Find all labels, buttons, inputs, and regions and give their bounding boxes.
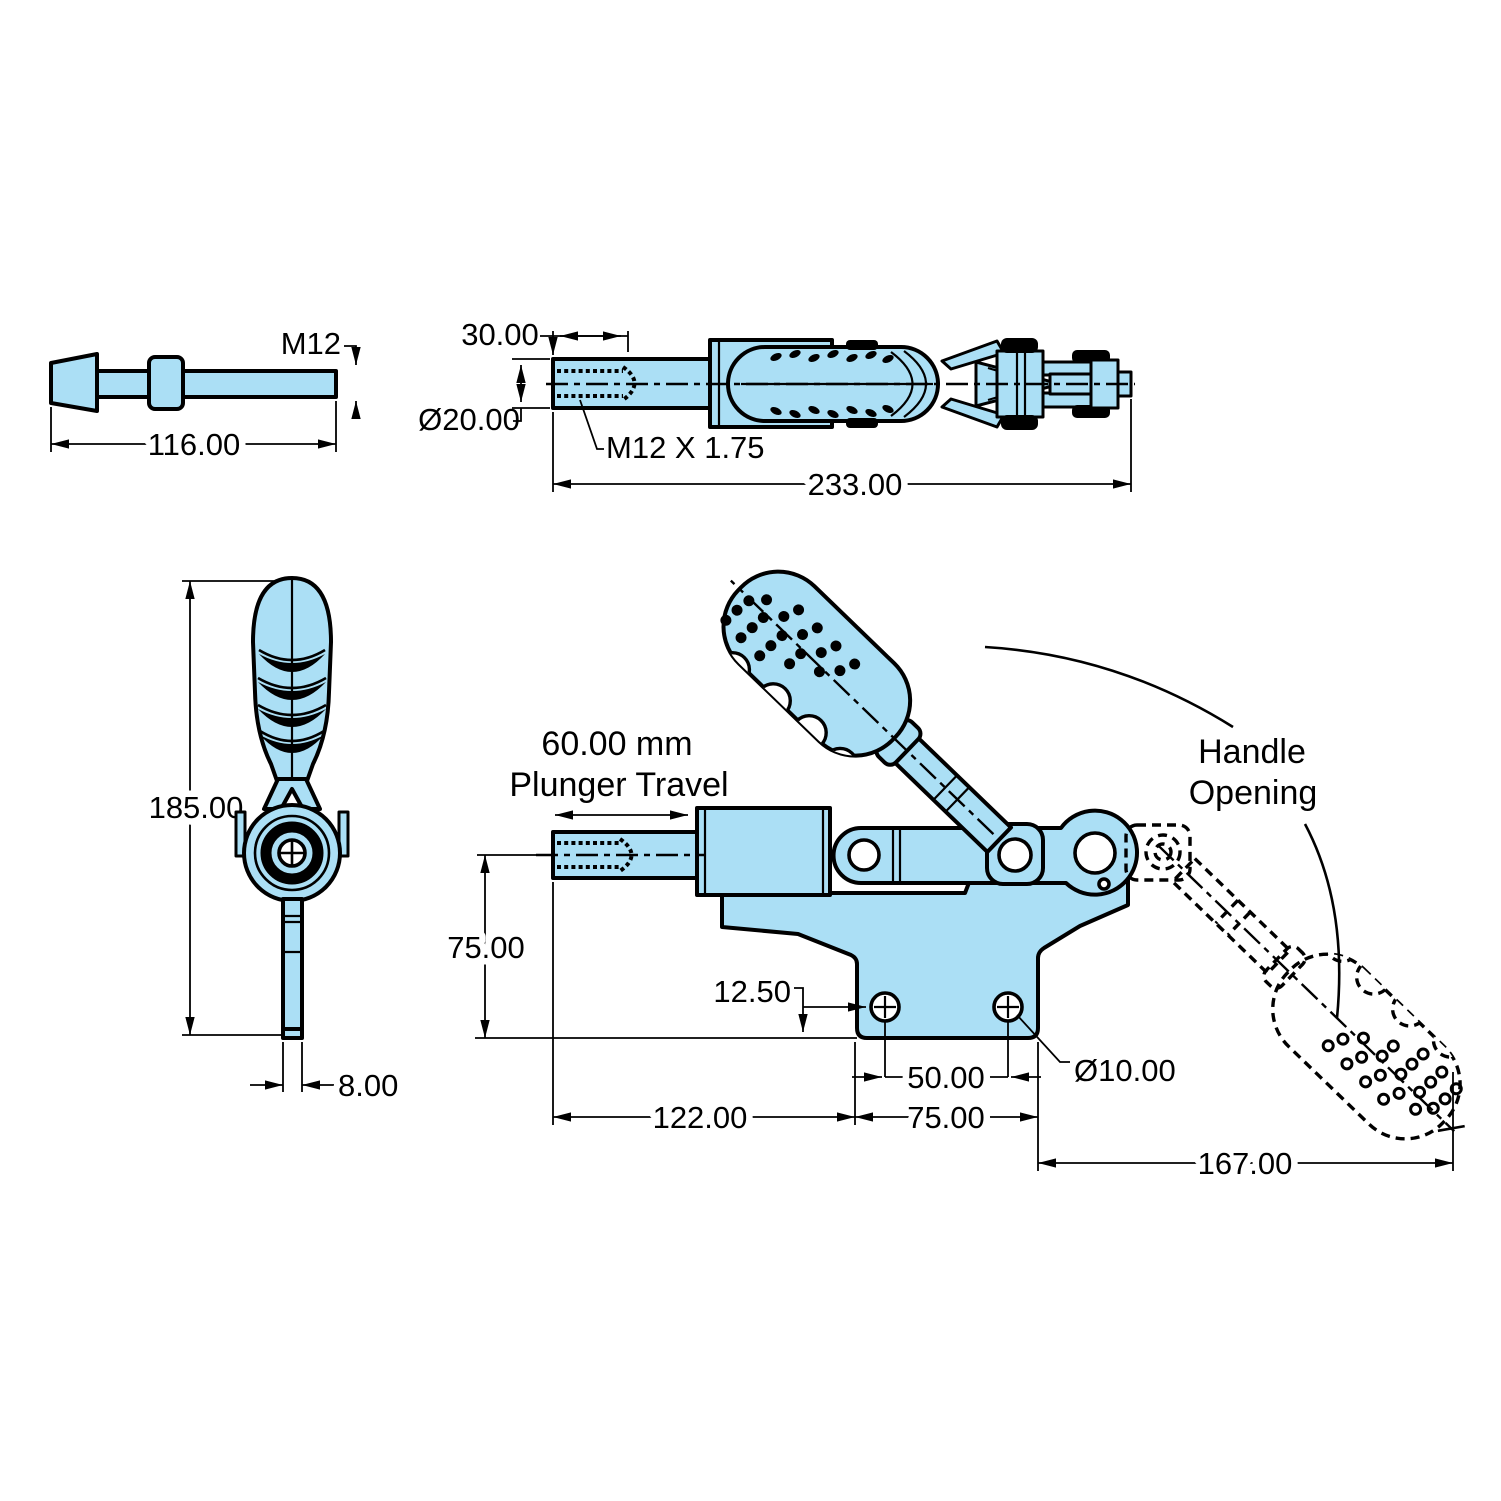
front-hole-spacing-dim: 50.00 xyxy=(907,1060,985,1095)
detent-hole xyxy=(1097,877,1111,891)
phantom-shaft xyxy=(1170,856,1292,975)
phantom-hole-inner xyxy=(1153,842,1173,862)
handle-opening-label-1: Handle xyxy=(1198,733,1306,771)
spindle-length-dim: 116.00 xyxy=(148,427,241,462)
handle-opening-label-2: Opening xyxy=(1189,774,1318,812)
pin-cap xyxy=(1001,415,1038,430)
handle-neck-fork xyxy=(262,777,322,811)
phantom-centerline-tick xyxy=(1437,1124,1465,1133)
side-view: 185.00 8.0 xyxy=(142,576,405,1110)
spindle-cone-tip xyxy=(49,352,99,413)
pin-cap xyxy=(1001,338,1038,353)
top-view: 30.00 Ø20.00 M12 X 1.75 233.00 xyxy=(412,311,1135,509)
phantom-grip xyxy=(1271,952,1462,1141)
handle-opening-arc-upper xyxy=(984,645,1234,729)
front-hole-offset-dim: 12.50 xyxy=(713,974,791,1009)
housing-block xyxy=(695,806,832,897)
hidden-thread-cap xyxy=(621,365,637,402)
pin-cap xyxy=(846,418,878,428)
hub-tab xyxy=(234,810,247,858)
main-pivot-hole xyxy=(1073,831,1117,875)
phantom-hole xyxy=(1144,833,1182,871)
thread-leader xyxy=(579,399,604,450)
spindle-side-view: M12 116.00 xyxy=(49,320,361,469)
phantom-clevis xyxy=(1124,823,1192,882)
mounting-hole-right xyxy=(992,991,1024,1023)
front-handle-reach-dim: 167.00 xyxy=(1198,1146,1293,1181)
plunger-travel-value: 60.00 mm xyxy=(541,725,692,763)
front-base-width-dim: 75.00 xyxy=(907,1100,985,1135)
pin-cap xyxy=(846,340,878,350)
front-base-height-dim: 75.00 xyxy=(447,930,525,965)
clamp-body xyxy=(720,878,1130,1040)
top-thread-spec: M12 X 1.75 xyxy=(606,430,765,465)
top-plunger-dia-dim: Ø20.00 xyxy=(418,402,520,437)
handle-centerline xyxy=(730,579,995,836)
spindle-thread-dim: M12 xyxy=(281,326,341,361)
front-span-left-dim: 122.00 xyxy=(653,1100,748,1135)
base-plate-edge xyxy=(281,897,304,1031)
side-plate-thickness-dim: 8.00 xyxy=(338,1068,398,1103)
hidden-thread-cap xyxy=(618,837,634,873)
hole-dia-leader xyxy=(1016,1014,1070,1063)
spindle-shaft xyxy=(95,369,338,399)
spindle-thread-leader-top xyxy=(344,345,361,365)
hub-tab xyxy=(337,810,350,858)
plunger-travel-label: Plunger Travel xyxy=(509,766,728,804)
grip-dimples xyxy=(720,594,861,678)
handle-pin-hole xyxy=(997,837,1033,873)
handle-solid xyxy=(713,569,1013,854)
side-height-dim: 185.00 xyxy=(149,790,244,825)
hole-offset-hook xyxy=(794,987,808,1032)
arm-pin-hole xyxy=(847,838,881,872)
dim-hook xyxy=(513,408,522,422)
grip-dimples-top-view xyxy=(770,350,894,418)
front-hole-dia-dim: Ø10.00 xyxy=(1074,1053,1176,1088)
spindle-hex-nut xyxy=(147,355,185,411)
pivot-hub-black-ring xyxy=(260,821,324,885)
mounting-hole-left xyxy=(869,991,901,1023)
top-overall-length-dim: 233.00 xyxy=(808,467,903,502)
phantom-centerline xyxy=(1156,844,1456,1133)
phantom-dimples xyxy=(1321,1031,1463,1116)
pivot-hub-ring xyxy=(253,814,331,892)
handle-opening-arc-lower xyxy=(1303,823,1341,1019)
base-plate-foot xyxy=(281,1027,304,1040)
top-thread-depth-dim: 30.00 xyxy=(461,317,539,352)
